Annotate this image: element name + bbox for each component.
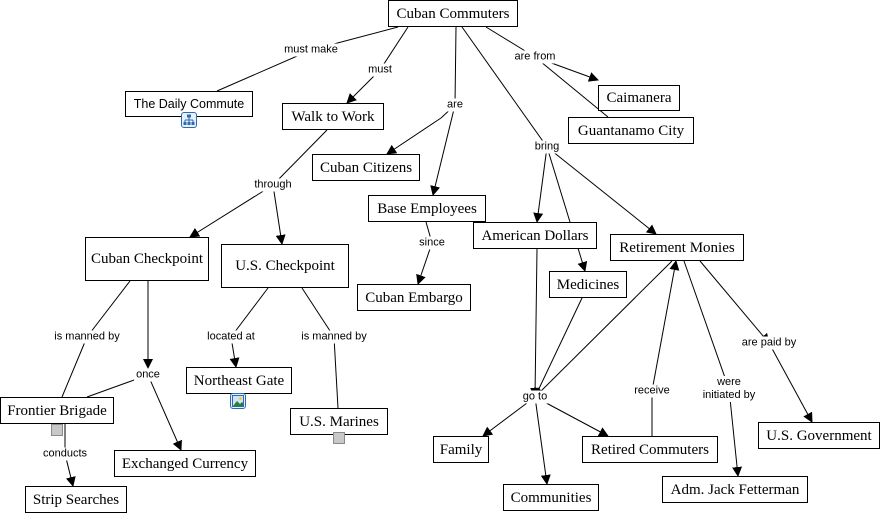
concept-us-marines[interactable]: U.S. Marines <box>290 408 388 435</box>
link-label-are-paid-by: are paid by <box>739 336 799 350</box>
gray-square-icon[interactable] <box>51 424 63 436</box>
link-label-conducts: conducts <box>40 447 90 461</box>
connector-line <box>416 242 433 285</box>
connector-line <box>768 342 813 423</box>
link-label-is-manned-by: is manned by <box>52 330 122 344</box>
connector-line <box>534 297 583 398</box>
concept-retirement-monies[interactable]: Retirement Monies <box>610 234 744 261</box>
link-label-must-make: must make <box>282 43 340 57</box>
connector-line <box>86 280 131 338</box>
connector-line <box>454 26 457 106</box>
concept-caimanera[interactable]: Caimanera <box>598 85 680 111</box>
concept-base-employees[interactable]: Base Employees <box>368 195 486 222</box>
concept-frontier-brigade[interactable]: Frontier Brigade <box>0 397 114 424</box>
link-label-go-to: go to <box>520 390 550 404</box>
image-icon[interactable] <box>230 393 246 409</box>
link-label-were-initiated-by: were initiated by <box>697 376 761 402</box>
link-label-are: are <box>445 98 465 112</box>
link-label-must: must <box>366 63 394 77</box>
connector-line <box>530 248 541 398</box>
link-label-through: through <box>252 178 294 192</box>
connector-line <box>189 184 274 238</box>
connector-line <box>728 388 743 477</box>
concept-cuban-embargo[interactable]: Cuban Embargo <box>357 284 471 311</box>
link-label-since: since <box>417 236 447 250</box>
concept-retired-commuters[interactable]: Retired Commuters <box>582 436 718 463</box>
connector-line <box>216 49 312 92</box>
connector-line <box>272 129 328 186</box>
connector-line <box>534 396 609 437</box>
concept-exchanged-currency[interactable]: Exchanged Currency <box>114 450 256 477</box>
link-label-bring: bring <box>532 140 562 154</box>
connector-line <box>534 260 673 398</box>
concept-us-government[interactable]: U.S. Government <box>758 422 880 449</box>
connector-line <box>683 260 730 390</box>
concept-walk-to-work[interactable]: Walk to Work <box>282 103 384 130</box>
connector-line <box>533 146 548 223</box>
concept-american-dollars[interactable]: American Dollars <box>473 222 597 249</box>
link-label-receive: receive <box>632 384 672 398</box>
concept-map-icon[interactable] <box>181 112 197 128</box>
concept-communities[interactable]: Communities <box>503 484 599 511</box>
connector-line <box>461 26 548 148</box>
link-label-is-manned-by-marines: is manned by <box>299 330 369 344</box>
connector-line <box>147 374 182 451</box>
link-label-located-at: located at <box>205 330 257 344</box>
connector-line <box>482 396 536 437</box>
connector-line <box>546 146 657 235</box>
connector-line <box>379 26 409 71</box>
concept-us-checkpoint[interactable]: U.S. Checkpoint <box>221 244 349 288</box>
connector-line <box>333 336 339 409</box>
connector-line <box>699 260 770 344</box>
connector-line <box>534 56 609 118</box>
connector-line <box>301 287 335 338</box>
connector-line <box>272 184 286 245</box>
concept-northeast-gate[interactable]: Northeast Gate <box>186 367 292 394</box>
connector-line <box>651 260 680 392</box>
connector-line <box>534 396 551 485</box>
concept-medicines[interactable]: Medicines <box>549 271 627 298</box>
gray-square-icon[interactable] <box>333 432 345 444</box>
concept-adm-jack-fetterman[interactable]: Adm. Jack Fetterman <box>662 476 808 503</box>
connector-line <box>386 117 442 155</box>
concept-cuban-commuters[interactable]: Cuban Commuters <box>388 0 518 27</box>
connector-line <box>230 287 269 338</box>
concept-family[interactable]: Family <box>433 436 489 463</box>
connector-line <box>546 146 588 272</box>
concept-strip-searches[interactable]: Strip Searches <box>25 486 127 513</box>
connector-line <box>61 336 88 398</box>
link-label-once: once <box>134 368 162 382</box>
concept-cuban-citizens[interactable]: Cuban Citizens <box>312 154 420 181</box>
connector-line <box>430 104 456 196</box>
concept-guantanamo-city[interactable]: Guantanamo City <box>568 117 694 144</box>
link-label-are-from: are from <box>512 50 558 64</box>
concept-cuban-checkpoint[interactable]: Cuban Checkpoint <box>85 237 209 281</box>
